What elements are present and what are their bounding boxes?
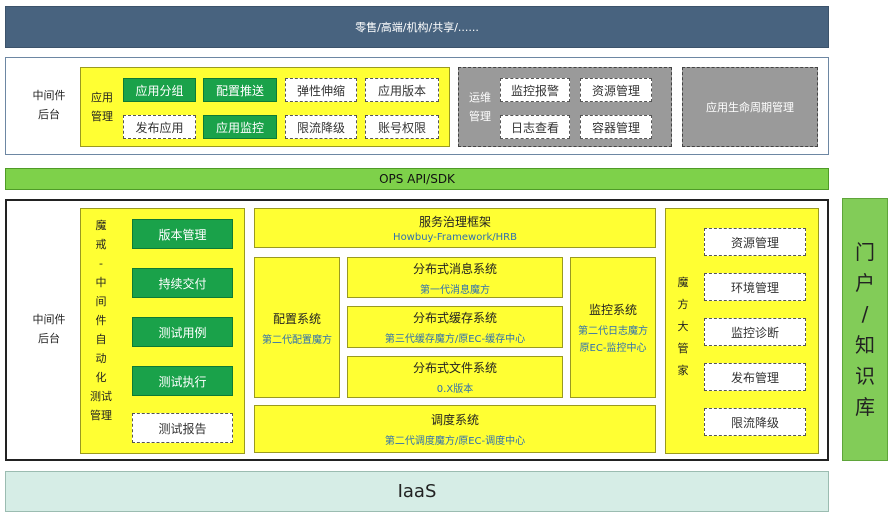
side-label-line: 中间件 [32,89,66,102]
vertical-char: 管 [677,342,689,355]
middleware-backend-label: 中间件 后台 [27,86,71,124]
portal-char: 知 [855,332,875,357]
cache-title: 分布式缓存系统 [412,311,497,325]
message-subtitle: 第一代消息魔方 [420,284,490,296]
monitor-subtitle-1: 第二代日志魔方 [578,326,648,337]
iaas-text: IaaS [397,481,437,502]
file-title: 分布式文件系统 [412,361,497,375]
portal-char: 户 [855,270,875,295]
test-report-button[interactable]: 测试报告 [132,413,233,443]
log-view-button[interactable]: 日志查看 [500,115,570,139]
distributed-message-system[interactable]: 分布式消息系统 第一代消息魔方 [347,257,563,298]
top-bar-text: 零售/高端/机构/共享/...... [355,21,479,34]
label-line: 运维 [469,91,491,104]
test-case-button[interactable]: 测试用例 [132,317,233,347]
cache-subtitle: 第三代缓存魔方/原EC-缓存中心 [384,334,526,345]
app-monitor-button[interactable]: 应用监控 [203,115,277,139]
vertical-char: 大 [677,320,689,333]
file-subtitle: 0.X版本 [436,384,474,395]
monitor-alert-button[interactable]: 监控报警 [500,78,570,102]
monitor-subtitle-2: 原EC-监控中心 [579,343,647,354]
app-version-button[interactable]: 应用版本 [365,78,439,102]
vertical-char: 自 [95,333,107,346]
side-label-line: 后台 [38,332,60,345]
portal-char: 门 [855,239,875,264]
test-execution-button[interactable]: 测试执行 [132,366,233,396]
monitor-system[interactable]: 监控系统 第二代日志魔方 原EC-监控中心 [570,257,656,398]
vertical-char: 动 [95,352,107,365]
label-line: 管理 [469,110,491,123]
ops-api-text: OPS API/SDK [379,172,455,186]
vertical-char: 件 [95,314,107,327]
app-group-button[interactable]: 应用分组 [123,78,196,102]
distributed-cache-system[interactable]: 分布式缓存系统 第三代缓存魔方/原EC-缓存中心 [347,306,563,348]
steward-rate-limit-button[interactable]: 限流降级 [704,408,806,436]
schedule-system[interactable]: 调度系统 第二代调度魔方/原EC-调度中心 [254,405,656,453]
app-management-label: 应用 管理 [86,88,118,126]
vertical-char: 管理 [90,409,112,422]
version-management-button[interactable]: 版本管理 [132,219,233,249]
vertical-char: 戒 [95,238,107,251]
account-permission-button[interactable]: 账号权限 [365,115,439,139]
message-title: 分布式消息系统 [412,261,497,276]
elastic-scale-button[interactable]: 弹性伸缩 [285,78,357,102]
rate-limit-button[interactable]: 限流降级 [285,115,357,139]
resource-management-button[interactable]: 资源管理 [580,78,652,102]
schedule-subtitle: 第二代调度魔方/原EC-调度中心 [384,436,526,447]
ops-management-label: 运维 管理 [464,88,496,126]
config-system[interactable]: 配置系统 第二代配置魔方 [254,257,340,398]
portal-char: / [861,301,869,326]
vertical-char: 化 [95,371,107,384]
steward-resource-management-button[interactable]: 资源管理 [704,228,806,256]
vertical-char: - [99,257,103,270]
side-label-line: 中间件 [32,313,66,326]
release-management-button[interactable]: 发布管理 [704,363,806,391]
vertical-char: 间 [95,295,107,308]
vertical-char: 中 [95,276,107,289]
main-side-label: 中间件 后台 [27,310,71,348]
config-push-button[interactable]: 配置推送 [203,78,277,102]
vertical-char: 测试 [90,390,112,403]
config-title: 配置系统 [272,311,321,326]
distributed-file-system[interactable]: 分布式文件系统 0.X版本 [347,356,563,398]
side-label-line: 后台 [38,108,60,121]
schedule-title: 调度系统 [430,413,479,427]
label-line: 应用 [91,91,113,104]
vertical-char: 方 [677,298,689,311]
app-lifecycle-management[interactable]: 应用生命周期管理 [682,67,818,147]
environment-management-button[interactable]: 环境管理 [704,273,806,301]
config-subtitle: 第二代配置魔方 [262,334,332,346]
service-governance-framework[interactable]: 服务治理框架 Howbuy-Framework/HRB [254,208,656,248]
label-line: 管理 [91,110,113,123]
monitor-title: 监控系统 [588,303,637,317]
top-bar: 零售/高端/机构/共享/...... [5,6,829,48]
vertical-char: 魔 [677,276,689,289]
framework-subtitle: Howbuy-Framework/HRB [393,232,517,243]
iaas-layer: IaaS [5,471,829,512]
ops-api-bar: OPS API/SDK [5,168,829,190]
monitor-diagnosis-button[interactable]: 监控诊断 [704,318,806,346]
auto-test-vertical-label: 魔 戒 - 中 间 件 自 动 化 测试 管理 [84,216,118,425]
container-management-button[interactable]: 容器管理 [580,115,652,139]
framework-title: 服务治理框架 [418,215,491,229]
steward-vertical-label: 魔 方 大 管 家 [672,272,694,382]
vertical-char: 魔 [95,219,107,232]
portal-knowledge-base[interactable]: 门 户 / 知 识 库 [842,198,888,461]
portal-char: 识 [855,363,875,388]
vertical-char: 家 [677,364,689,377]
portal-char: 库 [855,394,875,419]
continuous-delivery-button[interactable]: 持续交付 [132,268,233,298]
publish-app-button[interactable]: 发布应用 [123,115,196,139]
